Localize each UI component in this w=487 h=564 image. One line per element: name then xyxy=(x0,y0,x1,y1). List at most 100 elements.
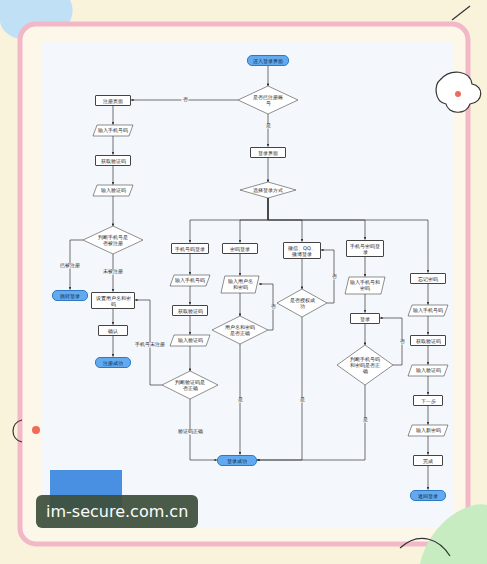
io-parallelogram: 输入手机号码 xyxy=(93,125,133,136)
flow-arrow xyxy=(268,66,269,87)
flow-arrow xyxy=(190,316,191,335)
decision-diamond: 选择登录方式 xyxy=(240,182,296,198)
node-text: 是否授权成功 xyxy=(288,297,316,309)
flow-arrow xyxy=(268,198,428,273)
flow-arrow xyxy=(268,114,269,147)
node-text: 用户名和密码是否正确 xyxy=(225,324,256,336)
process-box: 确认 xyxy=(98,325,128,336)
process-box: 获取验证码 xyxy=(410,335,446,346)
edge-label: 是 xyxy=(265,124,272,129)
flow-arrow xyxy=(113,196,114,227)
terminal-box: 跳转登录 xyxy=(52,290,88,301)
node-text: 进入登录界面 xyxy=(248,56,288,65)
flow-arrow xyxy=(268,198,365,240)
flow-arrow xyxy=(428,406,429,425)
node-text: 注册成功 xyxy=(96,358,130,367)
edge-label: 验证码正确 xyxy=(177,430,204,435)
flow-arrow xyxy=(365,324,366,346)
decision-diamond: 判断手机号码和密码是否正确 xyxy=(337,345,393,385)
node-text: 判断手机号是否被注册 xyxy=(96,234,130,246)
io-parallelogram: 输入手机号码 xyxy=(170,275,210,286)
process-box: 密码登录 xyxy=(222,243,258,254)
terminal-box: 返回登录 xyxy=(410,490,446,501)
edge-label: 是 xyxy=(299,398,306,403)
flow-arrow xyxy=(190,198,268,243)
node-text: 登录界面 xyxy=(251,148,285,157)
node-text: 判断手机号码和密码是否正确 xyxy=(350,356,381,374)
decision-diamond: 是否已注册账号 xyxy=(238,86,298,114)
process-box: 下一步 xyxy=(413,395,443,406)
process-box: 忘记密码 xyxy=(410,273,446,284)
node-text: 输入手机号码 xyxy=(170,275,210,284)
decision-diamond: 是否授权成功 xyxy=(277,289,327,317)
edge-label: 未被注册 xyxy=(102,270,124,275)
io-parallelogram: 输入验证码 xyxy=(170,335,210,346)
node-text: 输入新密码 xyxy=(408,425,448,434)
node-text: 输入用户名和密码 xyxy=(221,276,259,291)
node-text: 忘记密码 xyxy=(411,274,445,283)
flow-arrow xyxy=(113,106,114,125)
node-text: 手机号码登录 xyxy=(172,244,208,253)
doodle-dot xyxy=(32,426,40,434)
node-text: 判断验证码是否正确 xyxy=(175,379,206,391)
flow-arrow xyxy=(365,294,366,313)
flow-arrow xyxy=(428,346,429,365)
node-text: 是否已注册账号 xyxy=(251,94,285,106)
node-text: 跳转登录 xyxy=(53,291,87,300)
flow-arrow xyxy=(190,254,191,275)
node-text: 输入手机号码 xyxy=(93,125,133,134)
edge-label: 是 xyxy=(237,398,244,403)
flow-arrow xyxy=(428,376,429,395)
node-text: 下一步 xyxy=(414,396,442,405)
decision-diamond: 判断验证码是否正确 xyxy=(162,371,218,399)
node-text: 获取验证码 xyxy=(173,306,207,315)
watermark: im-secure.com.cn xyxy=(36,495,198,528)
flow-arrow xyxy=(365,257,366,277)
edge-label: 否 xyxy=(399,340,406,345)
leaf-doodle xyxy=(420,504,487,564)
process-box: 登录 xyxy=(350,313,380,324)
flow-arrow xyxy=(428,284,429,305)
flow-arrow xyxy=(113,136,114,155)
flow-arrow xyxy=(190,346,191,372)
process-box: 注册页面 xyxy=(95,95,131,106)
edge-label: 否 xyxy=(270,305,277,310)
terminal-box: 登录成功 xyxy=(217,455,257,466)
process-box: 手机号密码登录 xyxy=(346,240,384,257)
flow-arrow xyxy=(257,317,302,460)
node-text: 微信、QQ、微博登录 xyxy=(284,243,320,258)
inner-panel xyxy=(42,42,454,528)
decision-diamond: 判断手机号是否被注册 xyxy=(83,226,143,254)
flow-arrow xyxy=(428,466,429,490)
io-parallelogram: 输入验证码 xyxy=(93,185,133,196)
io-parallelogram: 输入新密码 xyxy=(408,425,448,436)
io-parallelogram: 输入手机号和密码 xyxy=(345,277,385,294)
flow-arrow xyxy=(190,286,191,305)
io-parallelogram: 输入验证码 xyxy=(408,365,448,376)
node-text: 确认 xyxy=(99,326,127,335)
node-text: 返回登录 xyxy=(411,491,445,500)
doodle-dot xyxy=(455,91,461,97)
node-text: 设置用户名和密码 xyxy=(92,293,134,308)
node-text: 输入手机号和密码 xyxy=(345,277,385,292)
process-box: 微信、QQ、微博登录 xyxy=(283,242,321,259)
process-box: 手机号码登录 xyxy=(171,243,209,254)
io-parallelogram: 输入手机号码 xyxy=(408,305,448,316)
process-box: 设置用户名和密码 xyxy=(91,292,135,309)
process-box: 获取验证码 xyxy=(172,305,208,316)
node-text: 完成 xyxy=(414,456,442,465)
node-text: 输入验证码 xyxy=(408,365,448,374)
flow-arrow xyxy=(268,158,269,183)
node-text: 手机号密码登录 xyxy=(347,241,383,256)
node-text: 密码登录 xyxy=(223,244,257,253)
flow-arrow xyxy=(257,385,365,460)
flow-arrow xyxy=(240,254,241,276)
cloud-doodle xyxy=(436,72,481,112)
doodle-stroke xyxy=(452,6,470,20)
node-text: 获取验证码 xyxy=(411,336,445,345)
flow-arrow xyxy=(113,309,114,325)
node-text: 输入验证码 xyxy=(170,335,210,344)
card-border xyxy=(20,24,468,544)
node-text: 获取验证码 xyxy=(96,156,130,165)
